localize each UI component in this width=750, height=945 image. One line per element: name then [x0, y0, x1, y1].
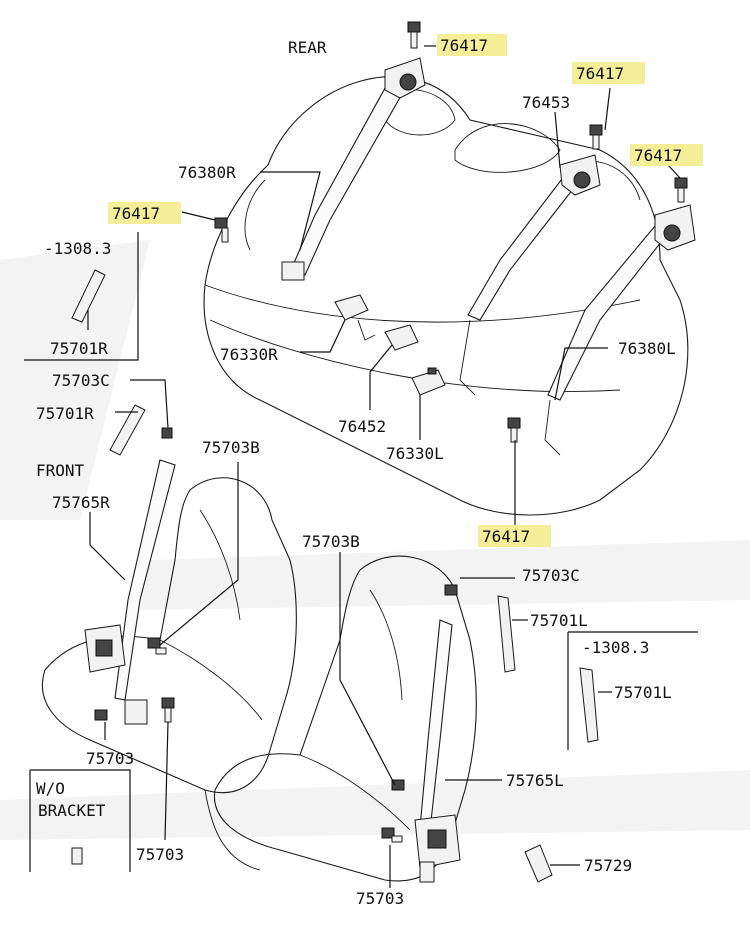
- label-75729: 75729: [584, 856, 632, 875]
- label-75703-c: 75703: [356, 889, 404, 908]
- label-76417-left: 76417: [112, 204, 160, 223]
- bolt-75703-a-icon: [94, 709, 108, 721]
- buckle-76330l-icon: [411, 367, 446, 396]
- guide-75701r-lower-icon: [109, 404, 173, 456]
- bolt-75703-c-icon: [381, 827, 403, 843]
- label-range-right: -1308.3: [582, 638, 649, 657]
- label-76417-top-center: 76417: [440, 36, 488, 55]
- buckle-76330r-icon: [334, 294, 376, 341]
- bolt-75703b-right-icon: [391, 779, 405, 791]
- leader-lines: [24, 45, 698, 888]
- rear-seat: [203, 76, 689, 516]
- label-75703-b: 75703: [136, 845, 184, 864]
- highlight-76417-top-center: [437, 34, 507, 56]
- guide-75701l-a-icon: [497, 595, 516, 673]
- label-75765l: 75765L: [506, 771, 564, 790]
- label-76417-right-b: 76417: [634, 146, 682, 165]
- label-76417-bottom: 76417: [482, 527, 530, 546]
- label-76330r: 76330R: [220, 345, 278, 364]
- highlights: [108, 34, 703, 547]
- bolt-76417-right-a-icon: [589, 124, 603, 150]
- bracket-wo-icon: [71, 847, 83, 865]
- label-75701l-b: 75701L: [614, 683, 672, 702]
- bolt-75703b-left-icon: [147, 637, 167, 655]
- belt-75765r: [84, 459, 176, 725]
- belt-76380r: [281, 69, 411, 281]
- label-range-left: -1308.3: [44, 239, 111, 258]
- watermark: [0, 240, 750, 840]
- label-rear: REAR: [288, 38, 327, 57]
- guide-75701l-b-icon: [579, 667, 599, 743]
- buckle-76452-icon: [384, 324, 419, 351]
- label-wo: W/O: [36, 779, 65, 798]
- label-76417-right-a: 76417: [576, 64, 624, 83]
- label-76380r: 76380R: [178, 163, 236, 182]
- label-75703c-right: 75703C: [522, 566, 580, 585]
- label-75703c-left: 75703C: [52, 371, 110, 390]
- label-76330l: 76330L: [386, 444, 444, 463]
- label-75765r: 75765R: [52, 493, 110, 512]
- highlight-76417-bottom: [478, 525, 551, 547]
- belt-76453: [459, 154, 601, 396]
- belt-75765l: [414, 619, 461, 883]
- bolt-75703-b-icon: [161, 697, 175, 723]
- buckle-75729-icon: [524, 844, 553, 883]
- guide-75701r-upper-icon: [71, 269, 106, 323]
- label-76453: 76453: [522, 93, 570, 112]
- highlight-76417-right-b: [630, 144, 703, 166]
- label-75701r-lower: 75701R: [36, 404, 94, 423]
- bolt-76417-left-icon: [214, 217, 229, 243]
- bolt-76417-right-b-icon: [674, 177, 688, 203]
- highlight-76417-right-a: [572, 62, 645, 84]
- bolt-76417-bottom-icon: [507, 417, 521, 443]
- label-75701r-upper: 75701R: [50, 339, 108, 358]
- label-75701l-a: 75701L: [530, 611, 588, 630]
- label-75703b-right: 75703B: [302, 532, 360, 551]
- bolt-75703c-right-icon: [444, 584, 458, 596]
- belt-76380l: [544, 204, 696, 456]
- label-76452: 76452: [338, 417, 386, 436]
- bolt-76417-top-center-icon: [407, 21, 421, 49]
- label-75703b-left: 75703B: [202, 438, 260, 457]
- label-75703-a: 75703: [86, 749, 134, 768]
- belt-anchor-76380r: [281, 261, 305, 281]
- retractor-top-center: [384, 57, 426, 99]
- highlight-76417-left: [108, 202, 181, 224]
- label-bracket: BRACKET: [38, 801, 106, 820]
- part-labels: REAR 76417 76417 76453 76417 76380R 7641…: [36, 36, 682, 908]
- label-76380l: 76380L: [618, 339, 676, 358]
- label-front: FRONT: [36, 461, 85, 480]
